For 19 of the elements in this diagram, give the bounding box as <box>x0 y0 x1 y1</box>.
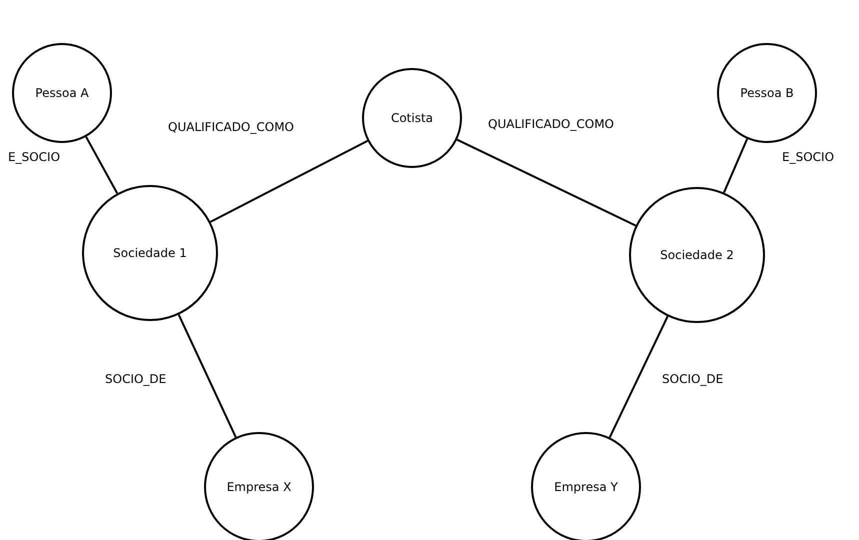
edge-label: SOCIO_DE <box>662 372 724 386</box>
node-label: Empresa Y <box>554 480 618 494</box>
node-label: Sociedade 2 <box>660 248 734 262</box>
connector-line <box>178 314 237 438</box>
connector-line <box>456 138 636 226</box>
node-label: Empresa X <box>226 480 292 494</box>
connector-line <box>608 316 669 438</box>
edge-label: SOCIO_DE <box>105 372 166 386</box>
node-label: Pessoa B <box>740 86 794 100</box>
node-label: Sociedade 1 <box>113 246 187 260</box>
edge-label: E_SOCIO <box>782 150 834 164</box>
edge-label: QUALIFICADO_COMO <box>168 120 294 134</box>
connector-line <box>85 136 118 194</box>
edge-label: QUALIFICADO_COMO <box>488 117 614 131</box>
connector-line <box>723 138 748 193</box>
node-label: Cotista <box>390 111 434 125</box>
edge-label: E_SOCIO <box>8 150 60 164</box>
connector-line <box>210 140 368 223</box>
node-label: Pessoa A <box>35 86 89 100</box>
